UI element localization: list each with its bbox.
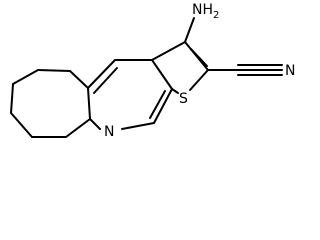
bond	[12, 69, 39, 85]
bond	[171, 88, 179, 94]
thiophene-ring	[151, 41, 209, 94]
bond	[189, 69, 209, 91]
thiophene-sulfur-label: S	[179, 91, 188, 107]
bond	[151, 41, 186, 61]
amino-label-main: NH	[192, 2, 213, 18]
bond	[153, 88, 173, 124]
bond	[10, 83, 14, 114]
cycloheptane-ring	[10, 69, 91, 138]
pyridine-ring	[87, 59, 173, 130]
bond	[190, 48, 208, 67]
bond	[37, 69, 71, 72]
bond	[93, 67, 118, 94]
amino-bond	[184, 17, 195, 43]
bond	[65, 118, 91, 138]
nitrile-nitrogen-label: N	[285, 63, 295, 79]
bond	[69, 70, 89, 89]
chemical-structure-diagram: NH2 N N S	[10, 2, 295, 140]
bond	[149, 90, 166, 119]
bond	[87, 87, 91, 120]
bond	[10, 112, 33, 138]
bond	[87, 59, 116, 89]
amino-label: NH2	[192, 2, 219, 21]
pyridine-nitrogen-label: N	[104, 124, 114, 140]
bond	[121, 122, 155, 130]
bond	[89, 118, 101, 130]
bond	[151, 59, 173, 90]
nitrile-group	[207, 64, 283, 76]
amino-label-sub: 2	[213, 10, 219, 21]
